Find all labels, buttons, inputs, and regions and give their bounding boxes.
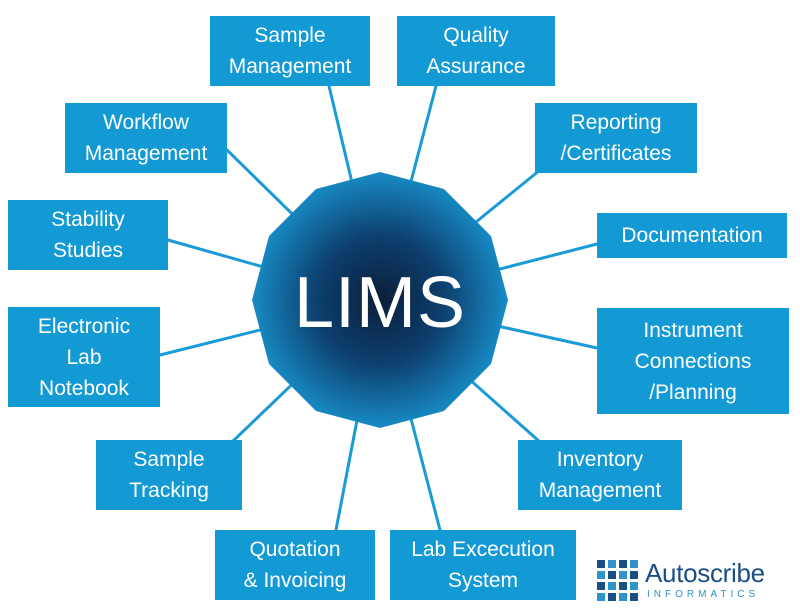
node-instrument-connections: Instrument Connections /Planning bbox=[597, 308, 789, 414]
node-workflow-management: Workflow Management bbox=[65, 103, 227, 173]
hub-dodecagon bbox=[252, 172, 508, 428]
logo-subtitle: INFORMATICS bbox=[647, 589, 760, 600]
node-quotation-invoicing: Quotation & Invoicing bbox=[215, 530, 375, 600]
node-electronic-lab-notebook: Electronic Lab Notebook bbox=[8, 307, 160, 407]
logo-name: Autoscribe bbox=[645, 558, 765, 588]
node-lab-execution-system: Lab Excecution System bbox=[390, 530, 576, 600]
node-stability-studies: Stability Studies bbox=[8, 200, 168, 270]
autoscribe-mark-icon bbox=[597, 560, 638, 601]
node-inventory-management: Inventory Management bbox=[518, 440, 682, 510]
hub-label: LIMS bbox=[293, 263, 467, 343]
node-documentation: Documentation bbox=[597, 213, 787, 258]
node-sample-management: Sample Management bbox=[210, 16, 370, 86]
node-sample-tracking: Sample Tracking bbox=[96, 440, 242, 510]
autoscribe-logo: Autoscribe INFORMATICS bbox=[597, 558, 797, 608]
node-quality-assurance: Quality Assurance bbox=[397, 16, 555, 86]
node-reporting-certificates: Reporting /Certificates bbox=[535, 103, 697, 173]
